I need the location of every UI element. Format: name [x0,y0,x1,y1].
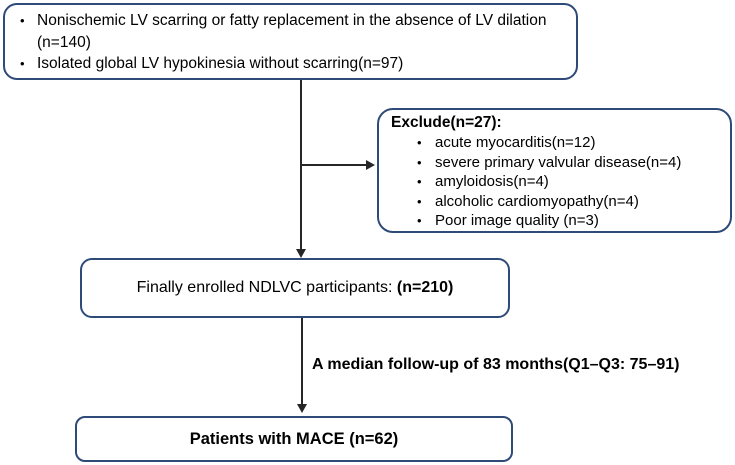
list-item-amyloidosis: amyloidosis(n=4) [391,172,724,192]
enrolled-participants-label: Finally enrolled NDLVC participants: [136,279,397,296]
list-item-acute-myocarditis: acute myocarditis(n=12) [391,133,724,153]
list-item-global-hypokinesia: Isolated global LV hypokinesia without s… [7,53,562,75]
exclude-box: Exclude(n=27): acute myocarditis(n=12) s… [377,108,732,233]
list-item-alcoholic-cardiomyopathy: alcoholic cardiomyopathy(n=4) [391,192,724,212]
list-item-nonischemic-scarring: Nonischemic LV scarring or fatty replace… [7,10,562,53]
exclude-box-title: Exclude(n=27): [391,114,502,131]
enrolled-participants-count: (n=210) [396,279,454,296]
list-item-poor-image-quality: Poor image quality (n=3) [391,211,724,231]
connector-line-enrolled-to-mace [301,318,303,406]
source-population-box: Nonischemic LV scarring or fatty replace… [3,3,578,80]
source-population-list: Nonischemic LV scarring or fatty replace… [7,10,562,75]
mace-outcome-box: Patients with MACE (n=62) [75,416,513,462]
arrowhead-right-icon [366,160,375,170]
followup-duration-label: A median follow-up of 83 months(Q1–Q3: 7… [312,356,680,373]
arrowhead-down-icon [297,404,307,413]
mace-outcome-label: Patients with MACE (n=62) [189,429,399,448]
enrolled-participants-box: Finally enrolled NDLVC participants: (n=… [80,258,510,318]
connector-line-to-exclude [301,164,367,166]
list-item-valvular-disease: severe primary valvular disease(n=4) [391,153,724,173]
arrowhead-down-icon [296,249,306,258]
exclude-reasons-list: acute myocarditis(n=12) severe primary v… [391,133,724,231]
